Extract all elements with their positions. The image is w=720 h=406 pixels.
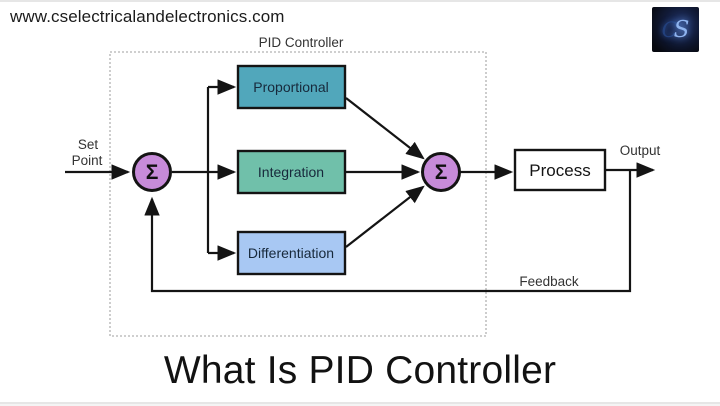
differentiation-block (236, 230, 347, 276)
feedback-label: Feedback (519, 274, 579, 289)
integration-label: Integration (258, 164, 324, 180)
right-sum-symbol: Σ (435, 161, 448, 184)
pid-controller-boundary (109, 51, 487, 337)
output-label: Output (620, 143, 661, 158)
proportional-to-sum-arrow (345, 97, 425, 160)
left-summing-junction (132, 152, 172, 192)
right-summing-junction (421, 152, 461, 192)
set-point-label-line2: Point (72, 153, 103, 168)
process-label: Process (529, 161, 590, 180)
left-sum-symbol: Σ (146, 161, 159, 184)
set-point-label-line1: Set (78, 137, 99, 152)
differentiation-to-sum-arrow (345, 185, 425, 248)
integration-block (236, 149, 347, 195)
feedback-loop-path (144, 170, 632, 293)
proportional-block (236, 64, 347, 110)
website-url: www.cselectricalandelectronics.com (10, 7, 285, 26)
pid-controller-label: PID Controller (259, 35, 344, 50)
slide-title: What Is PID Controller (163, 349, 557, 392)
logo-letter-c: C (661, 17, 678, 42)
differentiation-label: Differentiation (248, 245, 334, 261)
logo-letter-s: S (673, 16, 690, 43)
channel-logo: C S (652, 7, 699, 52)
proportional-label: Proportional (253, 79, 329, 95)
